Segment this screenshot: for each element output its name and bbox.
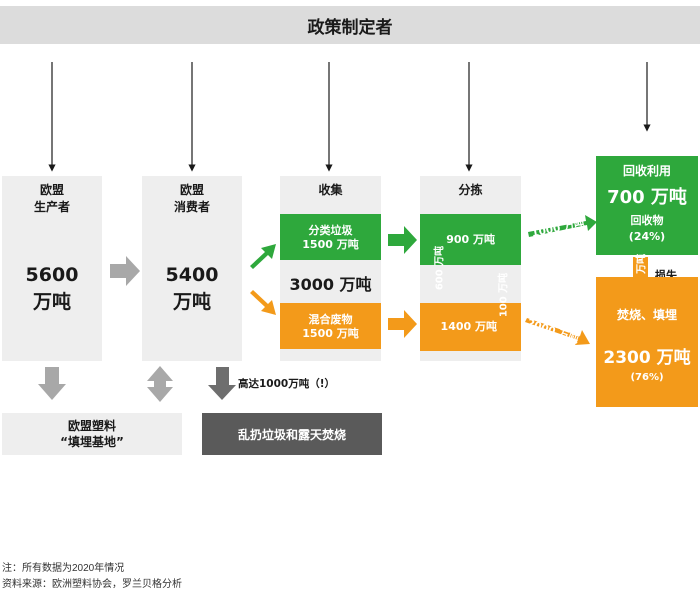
sorting-orange-box: 1400 万吨 [420, 303, 521, 351]
arrow-to-sorted-waste [250, 244, 276, 269]
incineration-title: 焚烧、填埋 [616, 308, 677, 322]
littering-label: 乱扔垃圾和露天焚烧 [237, 427, 346, 442]
flow-label-600: 600 万吨 [434, 245, 446, 291]
producers-value: 5600 [25, 264, 79, 286]
sorted-waste-box: 分类垃圾 1500 万吨 [280, 214, 381, 260]
sorting-orange-value: 1400 万吨 [440, 320, 497, 333]
policy-makers-header: 政策制定者 [0, 6, 700, 44]
recycling-title: 回收利用 [622, 164, 671, 178]
mixed-waste-box: 混合废物 1500 万吨 [280, 303, 381, 349]
eu-producers-box: 欧盟 生产者 5600 万吨 [2, 176, 102, 361]
sorting-green-box: 900 万吨 [420, 214, 521, 265]
mixed-waste-label: 混合废物 [308, 313, 353, 326]
producers-label-2: 生产者 [33, 200, 70, 214]
recycling-pct: (24%) [628, 230, 666, 243]
littering-box: 乱扔垃圾和露天焚烧 [202, 413, 382, 455]
mixed-waste-value: 1500 万吨 [302, 327, 359, 340]
incineration-pct: (76%) [630, 372, 664, 383]
recycling-box: 回收利用 700 万吨 回收物 (24%) [596, 156, 698, 255]
arrow-sorted-to-sorting [388, 226, 417, 254]
header-title: 政策制定者 [307, 17, 393, 38]
consumers-label-1: 欧盟 [179, 183, 204, 197]
recycling-sub: 回收物 [630, 214, 664, 227]
sorted-waste-value: 1500 万吨 [302, 238, 359, 251]
arrow-producers-down [38, 367, 66, 400]
arrow-to-mixed-waste [250, 290, 276, 315]
consumers-unit: 万吨 [172, 291, 211, 313]
arrow-to-recycling [528, 215, 597, 237]
consumers-value: 5400 [165, 264, 219, 286]
footnote: 注：所有数据为2020年情况 [2, 563, 125, 574]
arrow-to-incineration [525, 318, 590, 345]
incineration-box: 焚烧、填埋 2300 万吨 (76%) [596, 277, 698, 407]
arrow-littering-down [208, 367, 236, 400]
producers-label-1: 欧盟 [39, 183, 64, 197]
arrow-producers-to-consumers [110, 256, 140, 286]
flow-label-100: 100 万吨 [498, 272, 510, 318]
producers-unit: 万吨 [32, 291, 71, 313]
consumers-label-2: 消费者 [173, 200, 210, 214]
eu-consumers-box: 欧盟 消费者 5400 万吨 [142, 176, 242, 361]
littering-amount-label: 高达1000万吨（!） [238, 378, 336, 390]
arrow-mixed-to-sorting [388, 310, 417, 338]
collection-total: 3000 万吨 [289, 275, 372, 294]
eu-plastic-landfill-box: 欧盟塑料 “填埋基地” [2, 413, 182, 455]
incineration-value: 2300 万吨 [603, 348, 691, 368]
collection-label: 收集 [318, 183, 343, 197]
source-note: 资料来源：欧洲塑料协会，罗兰贝格分析 [2, 579, 182, 590]
recycling-value: 700 万吨 [607, 187, 687, 208]
sorting-green-value: 900 万吨 [446, 232, 495, 246]
arrow-consumers-double [147, 366, 173, 402]
sorting-label: 分拣 [458, 183, 483, 197]
sorted-waste-label: 分类垃圾 [308, 224, 353, 237]
landfill-line-2: “填埋基地” [60, 435, 124, 449]
landfill-line-1: 欧盟塑料 [67, 419, 116, 433]
